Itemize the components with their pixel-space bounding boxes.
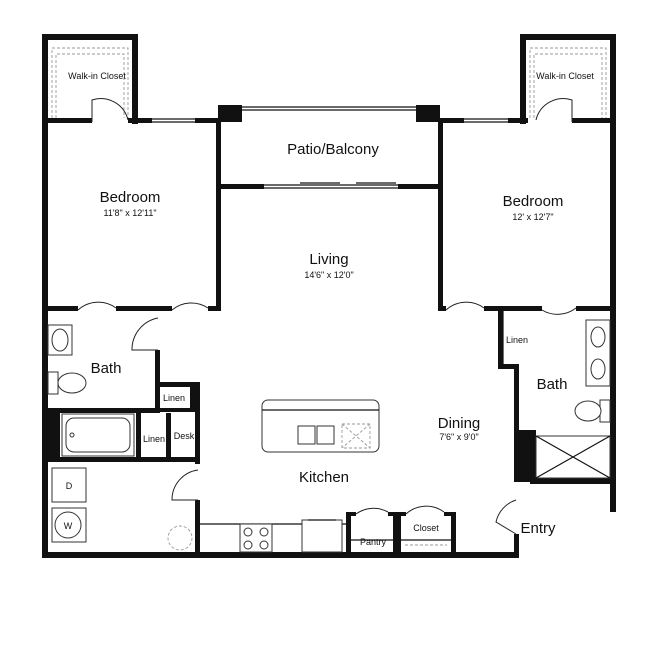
- washer-label: W: [64, 521, 73, 531]
- fixtures: [47, 319, 611, 553]
- bedroom-right-label: Bedroom: [503, 193, 564, 210]
- bedroom-right-dims: 12' x 12'7": [512, 212, 553, 222]
- walk-in-closet-left-label: Walk-in Closet: [68, 71, 126, 81]
- kitchen-label: Kitchen: [299, 469, 349, 486]
- entry-label: Entry: [520, 520, 556, 537]
- dining-label: Dining: [438, 415, 481, 432]
- patio-label: Patio/Balcony: [287, 141, 379, 158]
- bath-left-label: Bath: [91, 360, 122, 377]
- bath-right-label: Bath: [537, 376, 568, 393]
- living-label: Living: [309, 251, 348, 268]
- linen-left-upper-label: Linen: [163, 393, 185, 403]
- walls: [42, 34, 616, 558]
- closet-label: Closet: [413, 523, 439, 533]
- dryer-label: D: [66, 481, 73, 491]
- doors: [77, 98, 577, 535]
- linen-right-label: Linen: [506, 335, 528, 345]
- living-dims: 14'6" x 12'0": [304, 270, 353, 280]
- room-labels: Walk-in Closet Walk-in Closet Patio/Balc…: [64, 71, 595, 547]
- closet-shelves: [51, 47, 607, 546]
- desk-label: Desk: [174, 431, 195, 441]
- pantry-label: Pantry: [360, 537, 387, 547]
- walk-in-closet-right-label: Walk-in Closet: [536, 71, 594, 81]
- bedroom-left-dims: 11'8" x 12'11": [103, 208, 156, 218]
- linen-left-lower-label: Linen: [143, 434, 165, 444]
- dining-dims: 7'6" x 9'0": [439, 432, 478, 442]
- bedroom-left-label: Bedroom: [100, 189, 161, 206]
